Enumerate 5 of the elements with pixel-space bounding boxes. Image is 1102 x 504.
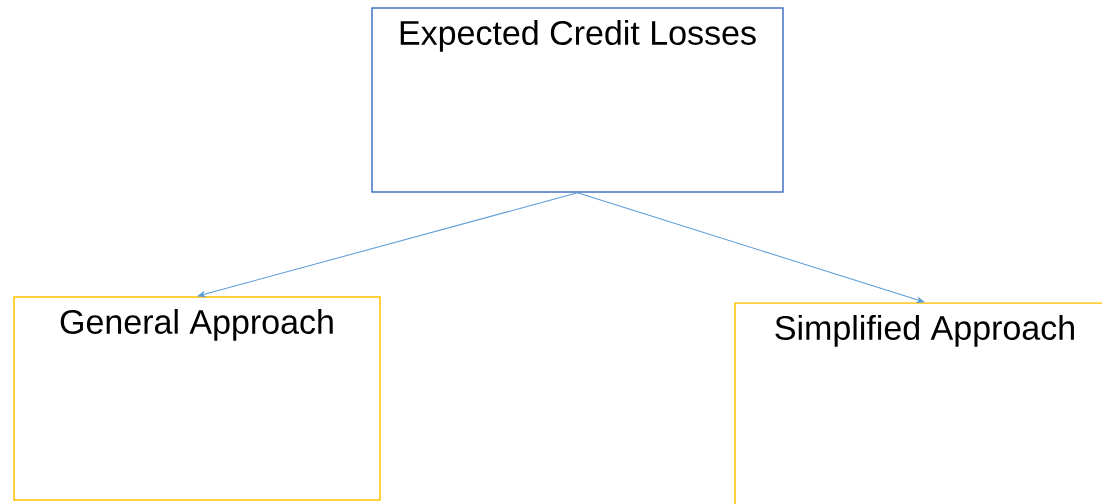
box: Expected Credit Losses: [371, 7, 784, 193]
arrow: [197, 192, 578, 298]
box: Simplified Approach: [734, 302, 1102, 504]
arrow: [577, 192, 925, 303]
box: General Approach: [13, 296, 381, 501]
